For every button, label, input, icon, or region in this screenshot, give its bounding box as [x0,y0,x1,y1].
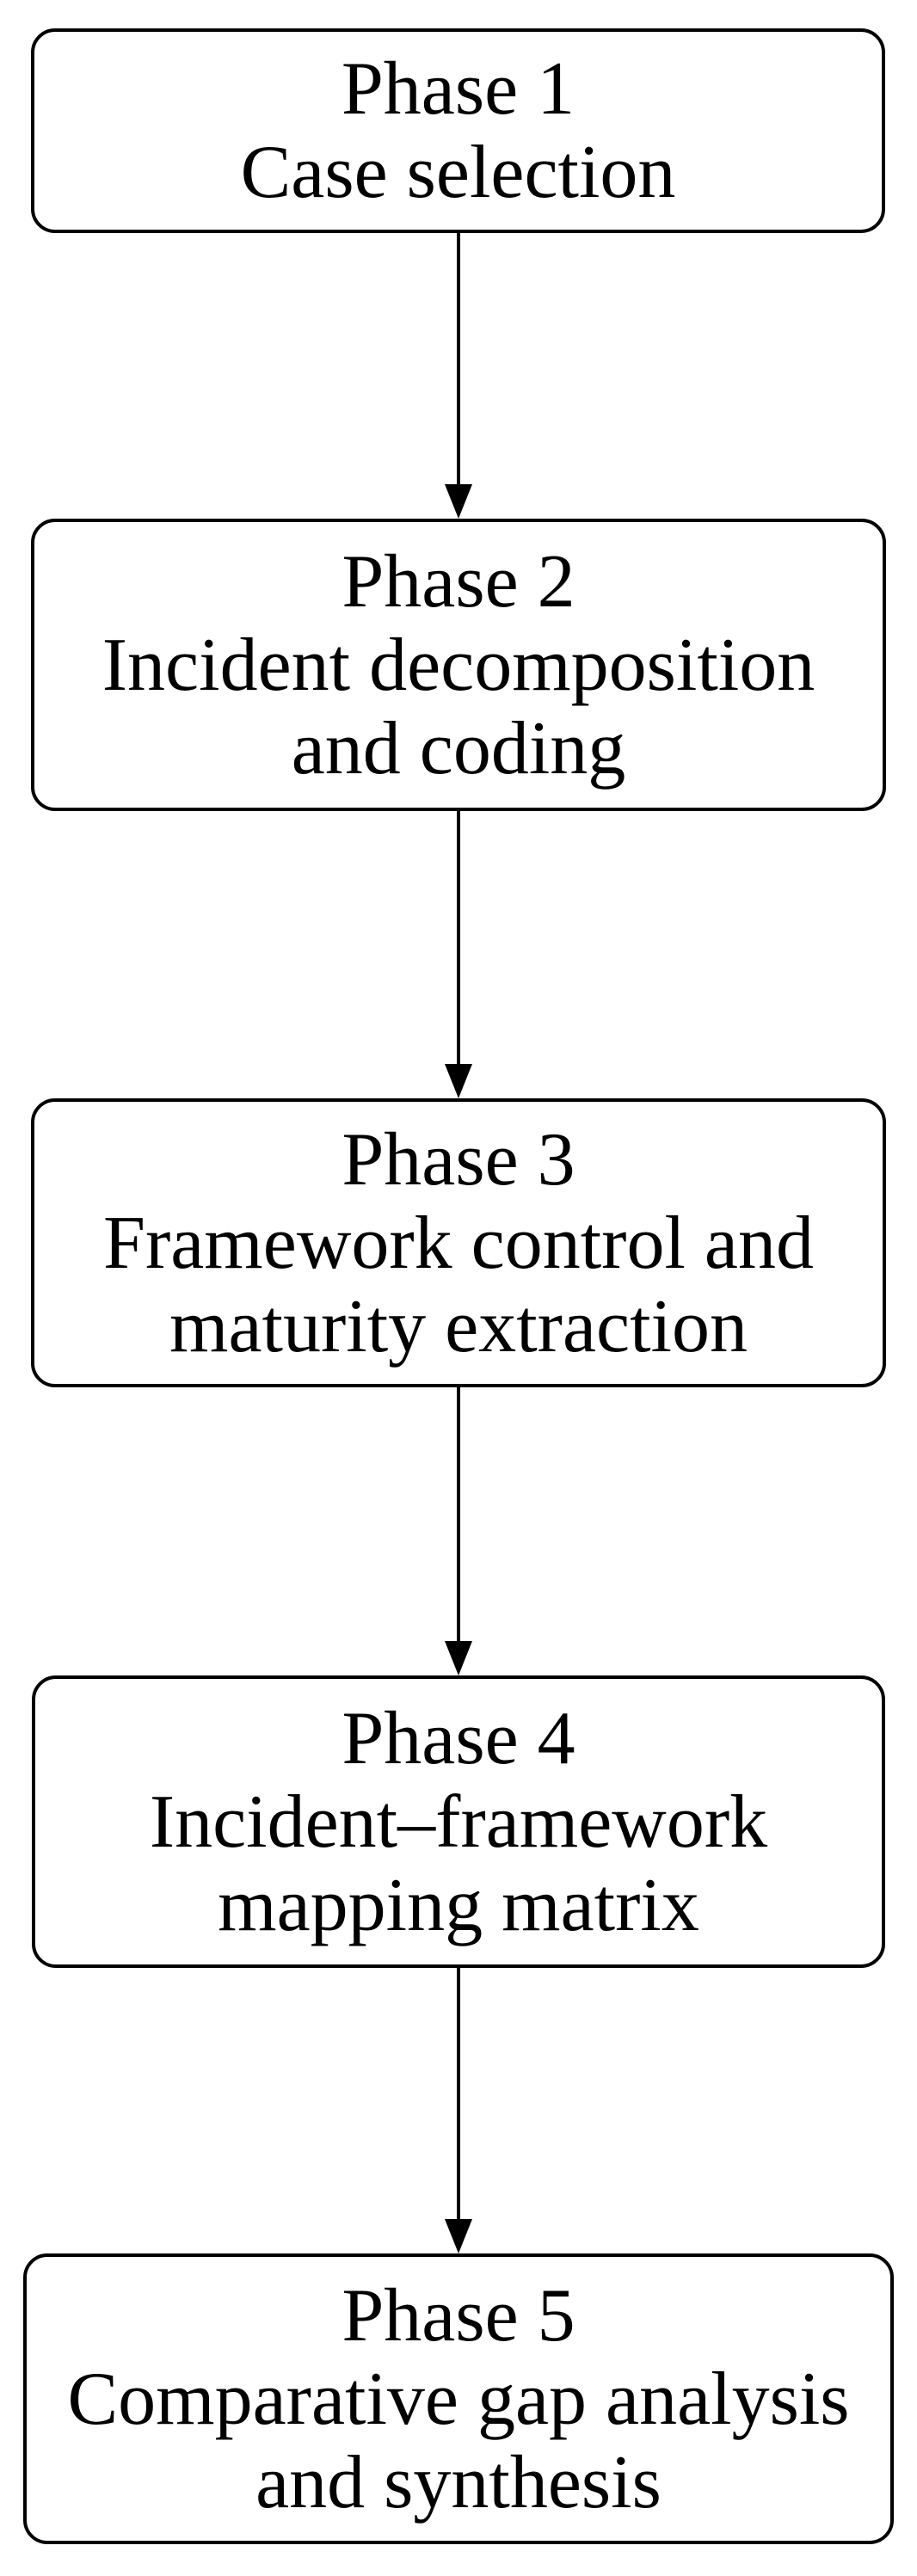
arrowhead-down-icon [445,1064,472,1098]
arrow-phase4-to-phase5 [445,1968,472,2253]
node-phase-label: Phase 5 [342,2273,575,2358]
node-description-line: mapping matrix [218,1863,699,1947]
node-description-line: and coding [291,706,626,790]
arrowhead-down-icon [445,484,472,519]
node-description-line: Incident decomposition [102,623,815,707]
arrow-shaft [457,811,460,1066]
node-description-line: Framework control and [103,1201,814,1285]
arrow-phase2-to-phase3 [445,811,472,1098]
flow-node-phase-3: Phase 3 Framework control and maturity e… [31,1098,886,1387]
node-description-line: maturity extraction [169,1284,748,1368]
node-description-line: Incident–framework [149,1780,768,1864]
node-description-line: Comparative gap analysis [67,2357,850,2441]
node-phase-label: Phase 4 [342,1696,575,1780]
arrowhead-down-icon [445,2219,472,2253]
arrow-phase3-to-phase4 [445,1387,472,1675]
flow-node-phase-1: Phase 1 Case selection [31,28,885,233]
arrow-shaft [457,1387,460,1643]
node-description-line: and synthesis [255,2440,662,2524]
node-phase-label: Phase 3 [342,1117,575,1202]
node-description-line: Case selection [240,131,676,214]
arrow-shaft [457,233,460,486]
arrow-shaft [457,1968,460,2221]
node-phase-label: Phase 2 [342,539,575,624]
arrowhead-down-icon [445,1641,472,1675]
node-phase-label: Phase 1 [341,47,575,131]
flow-node-phase-5: Phase 5 Comparative gap analysis and syn… [23,2253,894,2544]
arrow-phase1-to-phase2 [445,233,472,519]
flow-node-phase-4: Phase 4 Incident–framework mapping matri… [32,1675,885,1968]
flow-node-phase-2: Phase 2 Incident decomposition and codin… [31,519,886,811]
